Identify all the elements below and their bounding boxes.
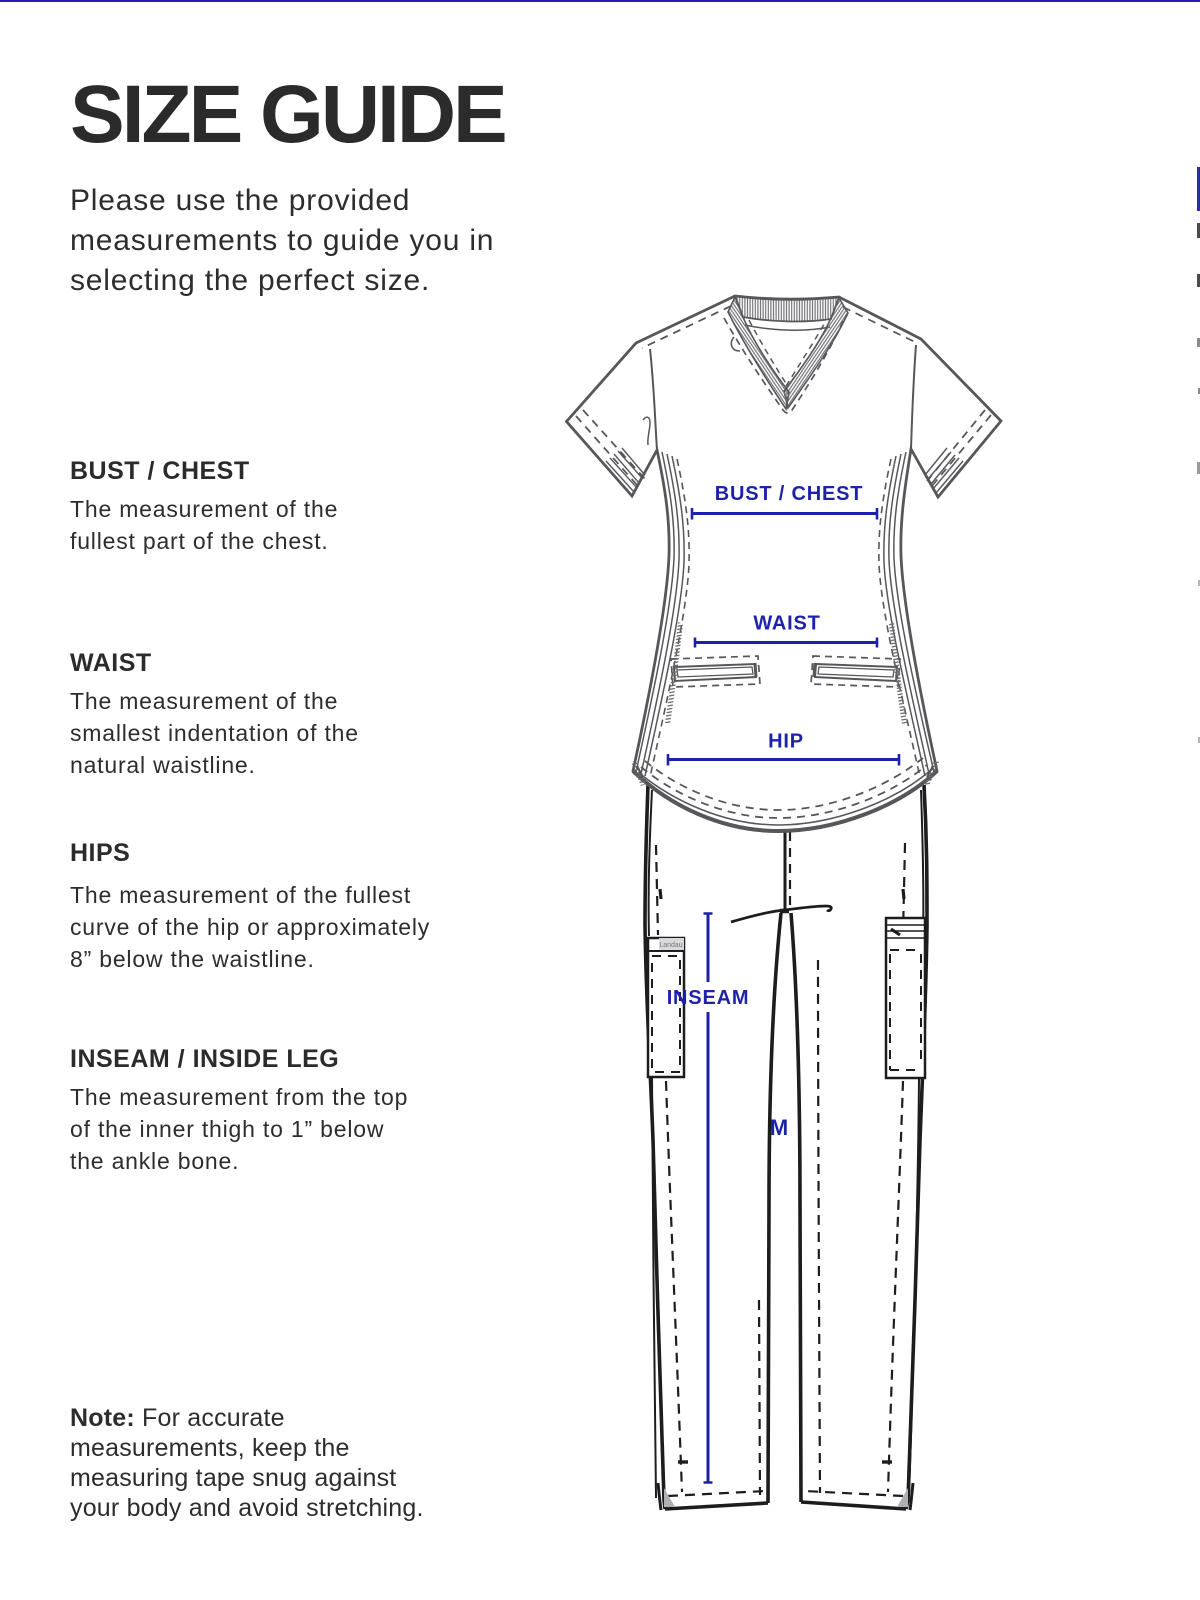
svg-text:WAIST: WAIST — [753, 613, 820, 635]
svg-text:INSEAM: INSEAM — [667, 987, 750, 1009]
svg-text:BUST / CHEST: BUST / CHEST — [715, 483, 864, 505]
svg-text:Landau: Landau — [659, 942, 682, 949]
svg-text:M: M — [770, 1115, 789, 1140]
svg-text:HIP: HIP — [768, 731, 804, 753]
